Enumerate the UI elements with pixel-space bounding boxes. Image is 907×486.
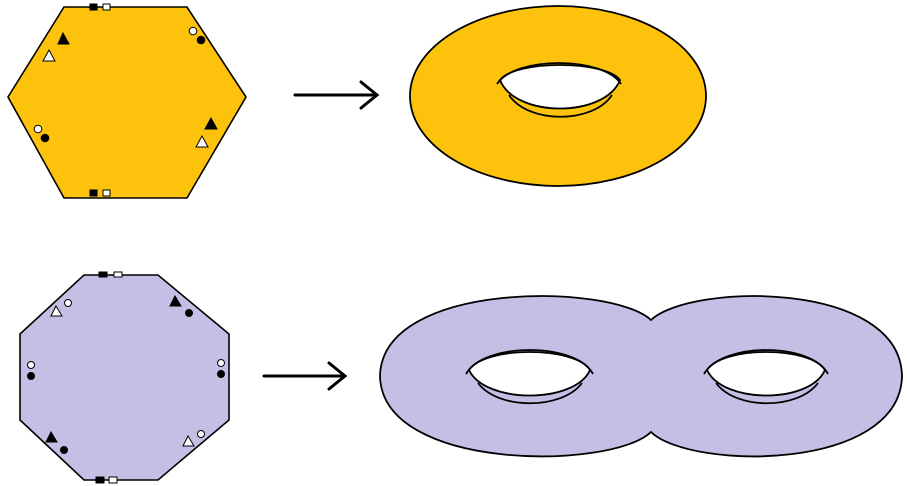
hexagon xyxy=(7,6,247,199)
open-circle-marker xyxy=(188,26,198,36)
filled-triangle-marker xyxy=(57,31,70,45)
row-octagon-to-double-torus xyxy=(19,271,903,484)
double-torus-surface xyxy=(379,295,903,458)
torus-hole-upper-curve xyxy=(496,62,622,85)
open-circle-marker xyxy=(197,430,205,438)
filled-circle-marker xyxy=(217,370,225,378)
right-hole-upper-curve xyxy=(703,349,829,375)
open-circle-marker xyxy=(64,299,72,307)
left-hole-upper-curve xyxy=(465,349,594,375)
row-hexagon-to-torus xyxy=(7,3,707,199)
torus-hole-lower-curve xyxy=(508,94,613,118)
filled-square-marker xyxy=(89,189,98,197)
filled-square-marker xyxy=(89,3,98,11)
open-triangle-marker xyxy=(182,434,195,447)
open-circle-marker xyxy=(217,359,225,367)
filled-circle-marker xyxy=(27,372,35,380)
open-triangle-marker xyxy=(42,48,56,62)
right-hole-lower-curve xyxy=(715,382,819,405)
hexagon-edge-markers xyxy=(33,3,218,197)
torus-surface xyxy=(409,5,707,187)
arrow-right xyxy=(293,80,380,110)
filled-square-marker xyxy=(98,271,108,278)
filled-square-marker xyxy=(95,476,105,484)
filled-circle-marker xyxy=(196,35,206,45)
open-triangle-marker xyxy=(50,304,63,317)
open-square-marker xyxy=(102,3,111,11)
open-square-marker xyxy=(113,271,123,278)
filled-triangle-marker xyxy=(45,430,58,443)
left-hole-lower-curve xyxy=(477,382,583,405)
filled-circle-marker xyxy=(185,309,193,317)
open-circle-marker xyxy=(33,124,43,134)
open-circle-marker xyxy=(27,361,35,369)
open-square-marker xyxy=(108,476,118,484)
filled-triangle-marker xyxy=(169,294,182,307)
octagon-edge-markers xyxy=(27,271,225,484)
arrow-right xyxy=(262,361,348,391)
open-triangle-marker xyxy=(195,134,209,148)
filled-triangle-marker xyxy=(204,116,218,130)
filled-circle-marker xyxy=(40,133,50,143)
filled-circle-marker xyxy=(60,446,68,454)
octagon xyxy=(19,274,230,481)
open-square-marker xyxy=(102,189,111,197)
